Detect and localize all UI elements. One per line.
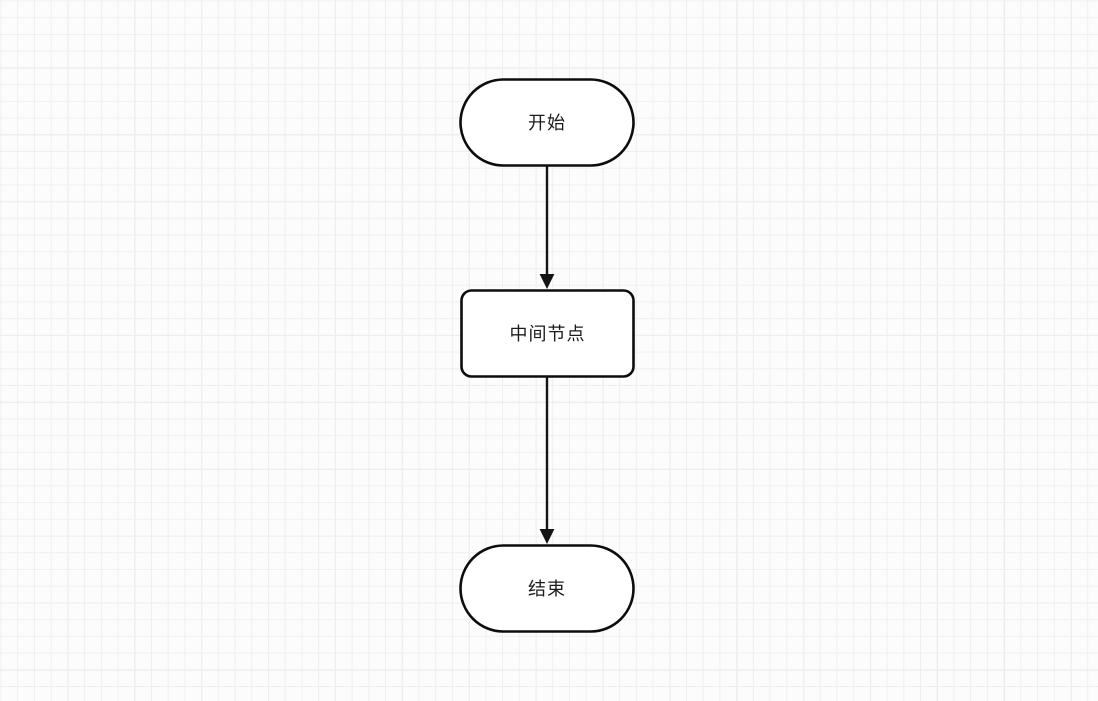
- node-start-shape: [459, 78, 635, 167]
- node-end-shape: [459, 544, 635, 633]
- node-start-label: 开始: [528, 113, 566, 133]
- arrowhead-icon: [539, 529, 555, 544]
- node-end[interactable]: 结束: [459, 544, 635, 633]
- edge-middle-to-end[interactable]: [539, 377, 555, 544]
- node-start[interactable]: 开始: [459, 78, 635, 167]
- node-middle-shape: [460, 289, 635, 378]
- node-middle-label: 中间节点: [510, 324, 586, 344]
- node-end-label: 结束: [528, 579, 566, 599]
- edge-start-to-middle[interactable]: [539, 166, 555, 289]
- arrowhead-icon: [539, 274, 555, 289]
- node-middle[interactable]: 中间节点: [460, 289, 635, 378]
